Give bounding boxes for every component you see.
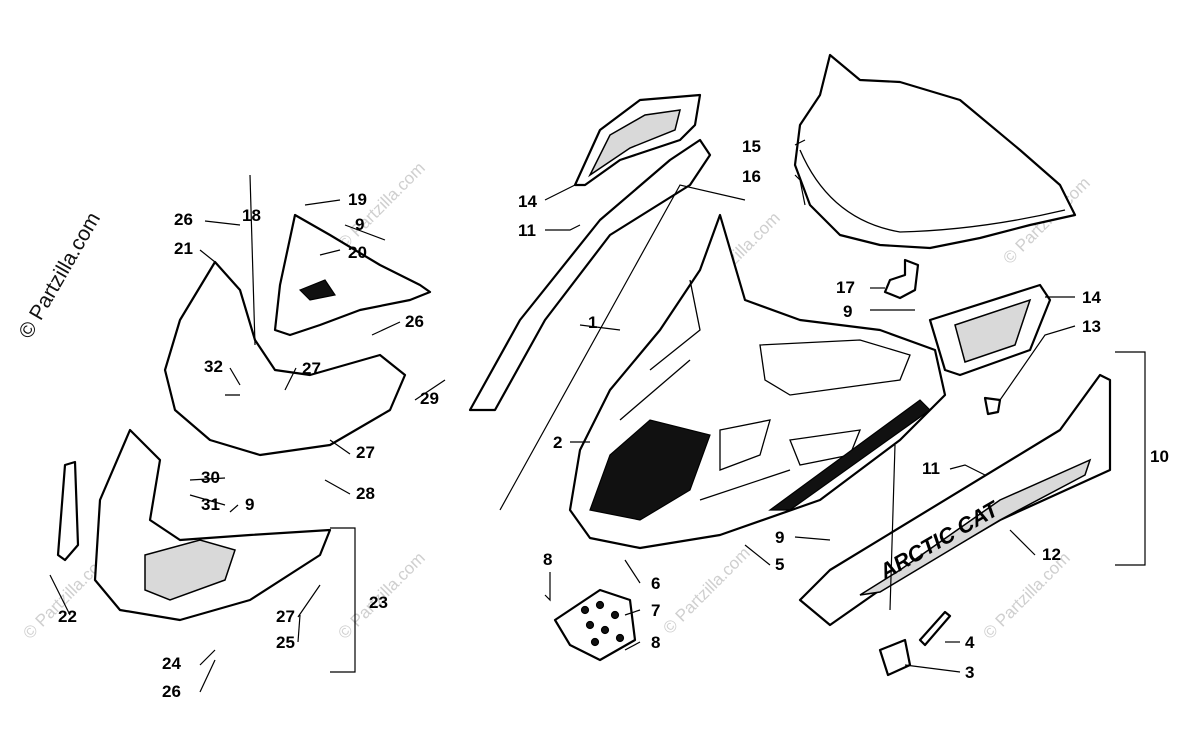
callout-14a: 14: [518, 192, 537, 211]
callout-26c: 26: [162, 682, 181, 701]
callout-8b: 8: [651, 633, 660, 652]
callouts: 1 2 3 4 5 6 7 8 8 9 9 9 9 10 11 11 12 13…: [58, 137, 1169, 701]
brand-text: © Partzilla.com: [14, 208, 105, 342]
leader-lines: [49, 139, 1076, 693]
callout-8a: 8: [543, 550, 552, 569]
windshield-part-15: [793, 53, 1077, 250]
callout-5: 5: [775, 555, 784, 574]
callout-31: 31: [201, 495, 220, 514]
callout-11a: 11: [518, 221, 536, 240]
bracket-part-17: [883, 258, 920, 300]
callout-9d: 9: [245, 495, 254, 514]
callout-9b: 9: [843, 302, 852, 321]
callout-16: 16: [742, 167, 761, 186]
callout-20: 20: [348, 243, 367, 262]
callout-14b: 14: [1082, 288, 1101, 307]
callout-4: 4: [965, 633, 975, 652]
callout-25: 25: [276, 633, 295, 652]
callout-26a: 26: [174, 210, 193, 229]
nose-cowl-part-21: [163, 260, 407, 457]
bracket-lines: [249, 174, 1146, 673]
vent-part-14-left: [573, 93, 702, 187]
callout-19: 19: [348, 190, 367, 209]
callout-9a: 9: [355, 215, 364, 234]
callout-11b: 11: [922, 459, 940, 478]
callout-10: 10: [1150, 447, 1169, 466]
callout-30: 30: [201, 468, 220, 487]
callout-15: 15: [742, 137, 761, 156]
callout-12: 12: [1042, 545, 1061, 564]
callout-27a: 27: [302, 359, 321, 378]
callout-13: 13: [1082, 317, 1101, 336]
vent-part-14-right: [928, 283, 1052, 377]
rivet-part-13: [983, 396, 1002, 416]
lower-part-24: [93, 428, 332, 622]
callout-27c: 27: [276, 607, 295, 626]
callout-28: 28: [356, 484, 375, 503]
callout-18: 18: [242, 206, 261, 225]
callout-17: 17: [836, 278, 855, 297]
strip-part-11: [468, 138, 712, 412]
block-part-3: [878, 610, 952, 677]
callout-1: 1: [588, 313, 597, 332]
callout-24: 24: [162, 654, 181, 673]
callout-26b: 26: [405, 312, 424, 331]
callout-9c: 9: [775, 528, 784, 547]
callout-27b: 27: [356, 443, 375, 462]
callout-23: 23: [369, 593, 388, 612]
callout-21: 21: [174, 239, 193, 258]
callout-6: 6: [651, 574, 660, 593]
callout-7: 7: [651, 601, 660, 620]
strip-part-22: [56, 460, 80, 562]
hood-part-1: [568, 213, 947, 550]
windshield-part-19: [273, 213, 432, 337]
plate-part-7: [553, 588, 637, 662]
callout-29: 29: [420, 389, 439, 408]
callout-32: 32: [204, 357, 223, 376]
callout-3: 3: [965, 663, 974, 682]
callout-22: 22: [58, 607, 77, 626]
watermark: © Partzilla.com: [659, 543, 753, 637]
callout-2: 2: [553, 433, 562, 452]
